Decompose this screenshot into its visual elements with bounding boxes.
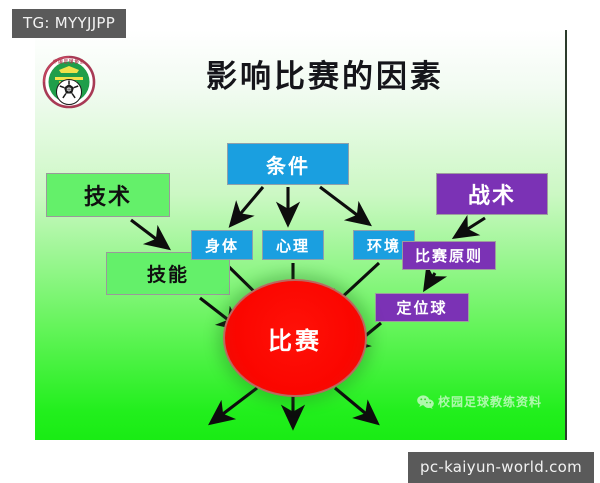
- node-tiaojian-label: 条件: [266, 153, 310, 178]
- chinese-football-association-logo: 中 中国足球协会: [35, 46, 105, 118]
- wechat-icon: [417, 394, 434, 409]
- wechat-watermark-label: 校园足球教练资料: [438, 395, 543, 409]
- node-dingweiqiu[interactable]: 定位球: [375, 293, 469, 322]
- node-zhanshu-label: 战术: [467, 184, 516, 209]
- arrow-bisai-out-right: [334, 386, 380, 426]
- node-bisai-yuanze-label: 比赛原则: [414, 247, 483, 265]
- arrow-bisai-out-left: [208, 386, 258, 426]
- arrow-tiaojian-to-huanjing: [319, 185, 372, 227]
- svg-text:中国足球协会: 中国足球协会: [53, 58, 85, 65]
- wechat-watermark: 校园足球教练资料: [417, 393, 542, 410]
- node-tiaojian[interactable]: 条件: [227, 143, 349, 185]
- node-shenti-label: 身体: [204, 236, 239, 255]
- arrow-tiaojian-to-shenti: [228, 186, 265, 228]
- arrow-yuanze-to-dingweiqiu: [423, 263, 448, 293]
- node-jishu[interactable]: 技术: [46, 173, 170, 217]
- node-huanjing-label: 环境: [366, 236, 401, 255]
- node-bisai[interactable]: 比赛: [223, 279, 367, 397]
- node-xinli-label: 心理: [275, 236, 310, 255]
- diagram-connectors: [130, 185, 486, 431]
- arrow-jishu-to-jineng: [130, 218, 171, 251]
- node-jineng-label: 技能: [146, 264, 189, 286]
- presentation-slide: 中 中国足球协会 影响比赛的因素 技术 技能 条件 身体 心理 环境 战术: [35, 30, 567, 440]
- arrow-zhanshu-to-yuanze: [451, 214, 486, 239]
- svg-text:中: 中: [66, 87, 71, 94]
- node-jishu-label: 技术: [83, 185, 132, 210]
- node-bisai-wrapper: 比赛: [223, 279, 367, 397]
- node-bisai-label: 比赛: [268, 326, 322, 355]
- page-title: 影响比赛的因素: [206, 59, 444, 95]
- node-xinli[interactable]: 心理: [262, 230, 324, 260]
- node-zhanshu[interactable]: 战术: [436, 173, 548, 215]
- url-tag: pc-kaiyun-world.com: [408, 452, 595, 483]
- node-dingweiqiu-label: 定位球: [396, 299, 448, 317]
- telegram-tag: TG: MYYJJPP: [12, 9, 127, 38]
- node-bisai-yuanze[interactable]: 比赛原则: [402, 241, 496, 270]
- node-shenti[interactable]: 身体: [191, 230, 253, 260]
